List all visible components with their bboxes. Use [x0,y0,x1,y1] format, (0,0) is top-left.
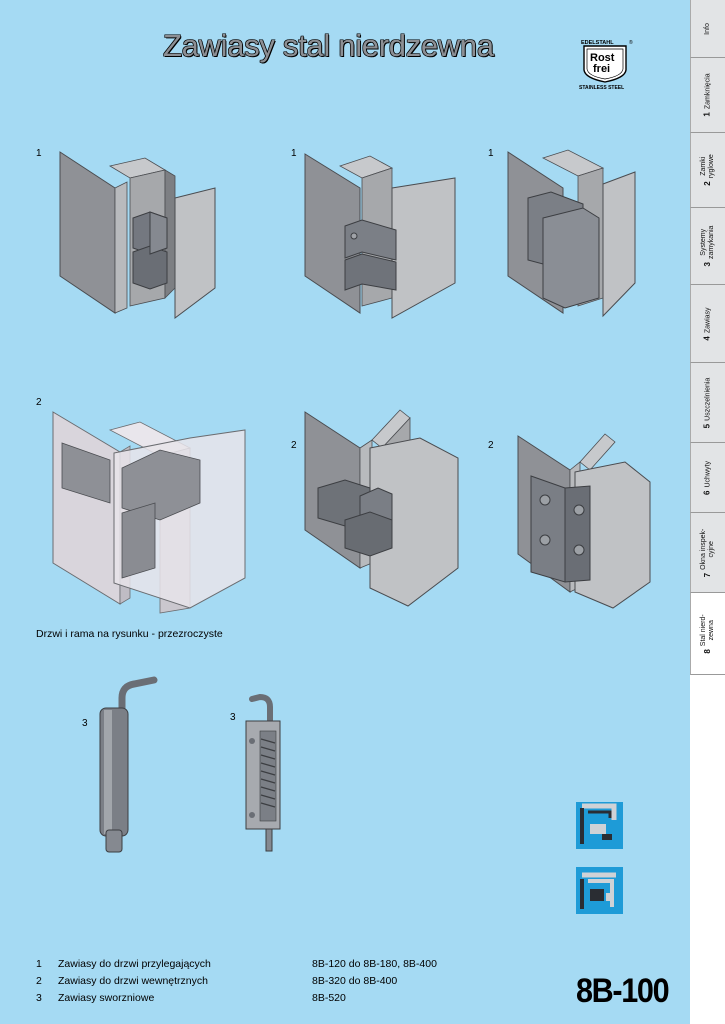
tab-uchwyty[interactable]: 6 Uchwyty [690,443,725,513]
tab-label: Zawiasy [704,306,712,333]
tab-number: 4 [702,335,712,341]
figure-label: 3 [230,712,236,723]
legend-text: Zawiasy do drzwi wewnętrznych [58,975,208,987]
tab-number: 3 [702,262,712,267]
figure-label: 3 [82,718,88,729]
figure-caption: Drzwi i rama na rysunku - przezroczyste [36,628,223,640]
legend-number: 3 [36,992,42,1004]
tab-number: 7 [702,572,712,577]
legend-codes: 8B-520 [312,992,346,1004]
tab-uszczelnienia[interactable]: 5 Uszczelnienia [690,363,725,443]
figure-label: 2 [488,440,494,451]
figure-label: 2 [36,397,42,408]
page-title: Zawiasy stal nierdzewna [163,28,494,63]
tab-label: Zamki ryglowe [700,154,715,179]
tab-label: Okna inspek- cyjne [700,528,715,570]
figure-label: 1 [36,148,42,159]
tab-label: Systemy zamykania [700,225,715,260]
legend-codes: 8B-320 do 8B-400 [312,975,398,987]
figure-label: 2 [291,440,297,451]
hinge-illustration-overlay-3 [507,149,636,318]
tab-systemy-zamykania[interactable]: 3 Systemy zamykania [690,208,725,285]
page-code: 8B-100 [576,972,670,1010]
hinge-illustration-inset-1 [304,409,459,607]
tab-number: 8 [702,648,712,654]
pin-hinge-illustration-2 [245,693,281,852]
figure-label: 1 [488,148,494,159]
legend-number: 1 [36,958,42,970]
tab-zawiasy[interactable]: 4 Zawiasy [690,285,725,363]
tab-number: 6 [702,490,712,495]
tab-stal-nierdzewna[interactable]: 8 Stal nierd- zewna [690,593,725,675]
figure-label: 1 [291,148,297,159]
logo-reg: ® [629,39,633,46]
tab-zamkniecia[interactable]: 1 Zamknięcia [690,58,725,133]
legend-text: Zawiasy do drzwi przylegających [58,958,211,970]
hinge-illustration-transparent [52,411,246,614]
tab-label: Zamknięcia [704,73,712,110]
tab-label: Info [704,22,711,35]
legend-text: Zawiasy sworzniowe [58,992,155,1004]
overlay-door-icon [576,802,623,849]
hinge-illustration-inset-2 [517,433,651,609]
legend-number: 2 [36,975,42,987]
tab-number: 2 [702,181,712,186]
inset-door-icon [576,867,623,914]
legend-codes: 8B-120 do 8B-180, 8B-400 [312,958,437,970]
tab-zamki-ryglowe[interactable]: 2 Zamki ryglowe [690,133,725,208]
logo-main-line2: frei [593,63,610,75]
tab-label: Uszczelnienia [704,377,712,421]
side-panel-blank [690,675,725,1024]
logo-top-text: EDELSTAHL [581,40,614,46]
section-tabs: Info 1 Zamknięcia 2 Zamki ryglowe 3 Systemy… [690,0,725,675]
logo-main-line1: Rost [590,52,615,64]
tab-info[interactable]: Info [690,0,725,58]
rostfrei-logo: EDELSTAHL ® Rost frei STAINLESS STEEL [579,36,637,92]
hinge-illustration-overlay-2 [304,153,456,319]
hinge-illustration-overlay-1 [59,151,216,319]
tab-label: Stal nierd- zewna [700,613,715,646]
tab-number: 1 [702,112,712,117]
tab-label: Uchwyty [704,460,712,487]
tab-number: 5 [702,423,712,428]
logo-bottom-text: STAINLESS STEEL [579,85,624,91]
tab-okna-inspekcyjne[interactable]: 7 Okna inspek- cyjne [690,513,725,593]
pin-hinge-illustration-1 [99,676,158,853]
